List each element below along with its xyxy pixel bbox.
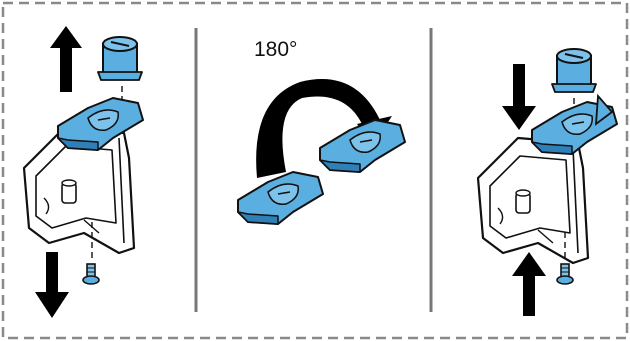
arrow-up-icon <box>50 26 82 92</box>
panel-remove <box>24 26 143 318</box>
hinge-clip <box>58 98 143 150</box>
panel-install <box>478 49 617 316</box>
arrow-up-icon <box>512 252 546 316</box>
cap-part <box>98 37 142 80</box>
hinge-clip-rotated <box>320 120 405 172</box>
screw-part <box>557 264 573 284</box>
screw-part <box>83 264 99 284</box>
cap-part <box>552 49 596 92</box>
arrow-down-icon <box>502 64 536 130</box>
arrow-down-icon <box>35 252 69 318</box>
rotation-label: 180° <box>254 38 297 62</box>
hinge-bracket <box>478 138 588 263</box>
panel-rotate <box>238 79 405 224</box>
hinge-clip <box>238 172 323 224</box>
